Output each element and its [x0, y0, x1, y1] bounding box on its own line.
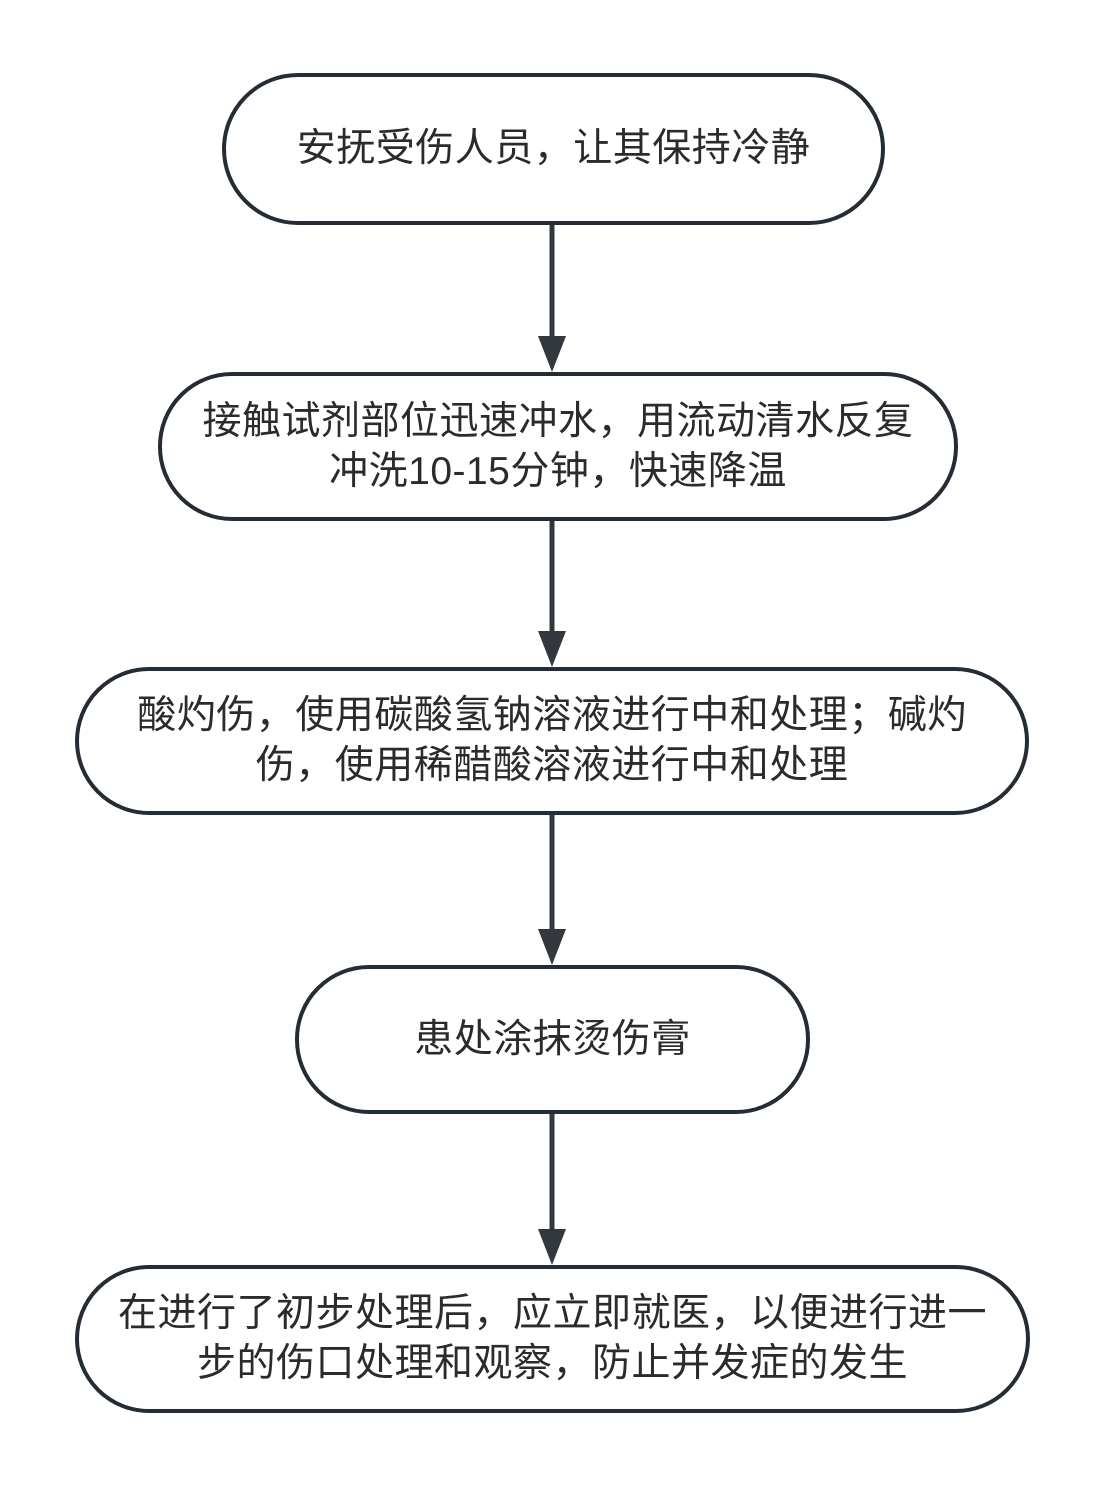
flow-node-label: 酸灼伤，使用碳酸氢钠溶液进行中和处理；碱灼伤，使用稀醋酸溶液进行中和处理: [137, 694, 967, 787]
flow-node-label: 安抚受伤人员，让其保持冷静: [296, 127, 811, 171]
flow-node-seek-medical-care[interactable]: 在进行了初步处理后，应立即就医，以便进行进一步的伤口处理和观察，防止并发症的发生: [75, 1265, 1030, 1413]
flow-node-rinse-with-water[interactable]: 接触试剂部位迅速冲水，用流动清水反复冲洗10-15分钟，快速降温: [158, 372, 958, 521]
flow-node-apply-burn-ointment[interactable]: 患处涂抹烫伤膏: [295, 965, 810, 1114]
flow-node-neutralize-burn[interactable]: 酸灼伤，使用碳酸氢钠溶液进行中和处理；碱灼伤，使用稀醋酸溶液进行中和处理: [75, 667, 1029, 815]
edge-3-4-graphic: [538, 1114, 566, 1265]
edge-1-2-graphic: [538, 521, 566, 667]
flow-node-calm-injured[interactable]: 安抚受伤人员，让其保持冷静: [222, 73, 885, 225]
flow-node-label: 接触试剂部位迅速冲水，用流动清水反复冲洗10-15分钟，快速降温: [202, 399, 914, 493]
flow-node-label: 在进行了初步处理后，应立即就医，以便进行进一步的伤口处理和观察，防止并发症的发生: [117, 1292, 987, 1385]
edge-0-1-graphic: [538, 225, 566, 372]
edge-2-3-graphic: [538, 815, 566, 965]
flow-node-label: 患处涂抹烫伤膏: [414, 1017, 691, 1061]
